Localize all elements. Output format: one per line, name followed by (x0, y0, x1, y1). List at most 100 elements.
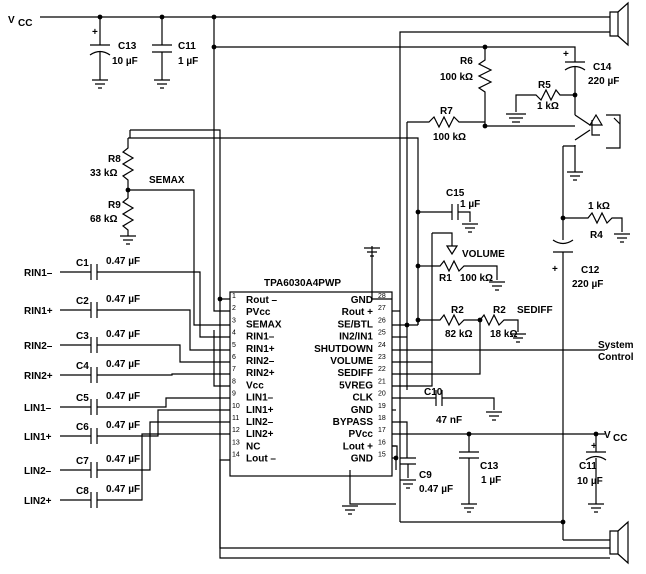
c13-bottom-capacitor: C13 1 µF (459, 434, 501, 513)
svg-text:C7: C7 (76, 456, 89, 467)
svg-text:68 kΩ: 68 kΩ (90, 214, 117, 225)
r8-resistor: R8 33 kΩ (90, 138, 135, 190)
svg-text:33 kΩ: 33 kΩ (90, 168, 117, 179)
svg-text:Rout +: Rout + (342, 307, 374, 318)
svg-text:NC: NC (246, 441, 260, 452)
svg-text:C13: C13 (480, 461, 499, 472)
svg-text:LIN1–: LIN1– (246, 393, 274, 404)
svg-text:SHUTDOWN: SHUTDOWN (314, 344, 373, 355)
svg-text:C10: C10 (424, 387, 443, 398)
chip-pin-5: 5 RIN1+ (232, 342, 275, 355)
r9-resistor: R9 68 kΩ (90, 190, 136, 245)
svg-text:18 kΩ: 18 kΩ (490, 329, 517, 340)
svg-text:6: 6 (232, 354, 236, 361)
svg-text:82 kΩ: 82 kΩ (445, 329, 472, 340)
chip-pin-6: 6 RIN2– (232, 354, 275, 367)
svg-text:11: 11 (232, 415, 239, 422)
svg-text:R9: R9 (108, 200, 121, 211)
c11-bottom-capacitor: + C11 10 µF (577, 434, 607, 513)
svg-text:LIN2–: LIN2– (246, 417, 274, 428)
c9-capacitor: C9 0.47 µF (400, 457, 453, 495)
system-control-label: System Control (598, 340, 634, 363)
svg-text:4: 4 (232, 330, 236, 337)
svg-text:PVcc: PVcc (246, 307, 271, 318)
svg-text:17: 17 (378, 427, 386, 434)
svg-text:15: 15 (378, 452, 386, 459)
svg-text:BYPASS: BYPASS (333, 417, 374, 428)
r6-resistor: R6 100 kΩ (440, 47, 493, 126)
svg-text:19: 19 (378, 403, 386, 410)
right-speaker-icon (609, 1, 629, 47)
svg-text:10 µF: 10 µF (112, 56, 138, 67)
chip-pin-18: 18 BYPASS (333, 415, 386, 428)
svg-text:5VREG: 5VREG (339, 380, 373, 391)
svg-text:SEDIFF: SEDIFF (337, 368, 373, 379)
r1-volume-potentiometer: VOLUME R1 100 kΩ (432, 232, 505, 291)
svg-text:Vcc: Vcc (246, 380, 264, 391)
left-speaker-icon (609, 520, 629, 565)
svg-text:18: 18 (378, 415, 386, 422)
svg-text:0.47 µF: 0.47 µF (106, 294, 140, 305)
svg-text:+: + (591, 441, 597, 452)
svg-text:RIN1–: RIN1– (246, 332, 275, 343)
svg-text:220 µF: 220 µF (588, 76, 619, 87)
svg-text:C15: C15 (446, 188, 465, 199)
chip-pin-14: 14 Lout – (232, 452, 276, 465)
svg-text:GND: GND (351, 295, 373, 306)
svg-text:100 kΩ: 100 kΩ (433, 132, 466, 143)
svg-text:27: 27 (378, 305, 386, 312)
svg-text:C11: C11 (579, 461, 597, 472)
svg-text:C4: C4 (76, 361, 89, 372)
svg-text:RIN2–: RIN2– (24, 341, 53, 352)
svg-text:0.47 µF: 0.47 µF (106, 420, 140, 431)
svg-text:CC: CC (613, 433, 627, 444)
svg-text:Rout –: Rout – (246, 295, 278, 306)
svg-text:100 kΩ: 100 kΩ (440, 72, 473, 83)
svg-text:0.47 µF: 0.47 µF (106, 256, 140, 267)
chip-pin-12: 12 LIN2+ (232, 427, 274, 440)
svg-text:C9: C9 (419, 470, 432, 481)
chip-pin-4: 4 RIN1– (232, 330, 275, 343)
svg-text:R2: R2 (451, 305, 464, 316)
chip-pin-11: 11 LIN2– (232, 415, 274, 428)
svg-text:0.47 µF: 0.47 µF (106, 359, 140, 370)
svg-text:RIN1+: RIN1+ (246, 344, 275, 355)
chip-pin-19: 19 GND (351, 403, 386, 416)
vcc-bottom-label: V CC (604, 430, 627, 444)
svg-text:1 µF: 1 µF (460, 199, 480, 210)
svg-text:RIN2+: RIN2+ (24, 371, 53, 382)
svg-text:GND: GND (351, 405, 373, 416)
svg-text:RIN1–: RIN1– (24, 268, 53, 279)
svg-text:R7: R7 (440, 106, 453, 117)
svg-text:LIN2+: LIN2+ (246, 429, 274, 440)
svg-text:RIN2–: RIN2– (246, 356, 275, 367)
svg-text:5: 5 (232, 342, 236, 349)
svg-text:Lout –: Lout – (246, 454, 276, 465)
svg-text:12: 12 (232, 427, 240, 434)
svg-text:14: 14 (232, 452, 240, 459)
svg-text:1 µF: 1 µF (178, 56, 198, 67)
svg-text:0.47 µF: 0.47 µF (106, 484, 140, 495)
svg-text:IN2/IN1: IN2/IN1 (339, 332, 373, 343)
svg-text:3: 3 (232, 317, 236, 324)
svg-text:0.47 µF: 0.47 µF (106, 454, 140, 465)
svg-text:C2: C2 (76, 296, 89, 307)
svg-text:GND: GND (351, 454, 373, 465)
svg-text:R5: R5 (538, 80, 551, 91)
svg-text:13: 13 (232, 439, 240, 446)
